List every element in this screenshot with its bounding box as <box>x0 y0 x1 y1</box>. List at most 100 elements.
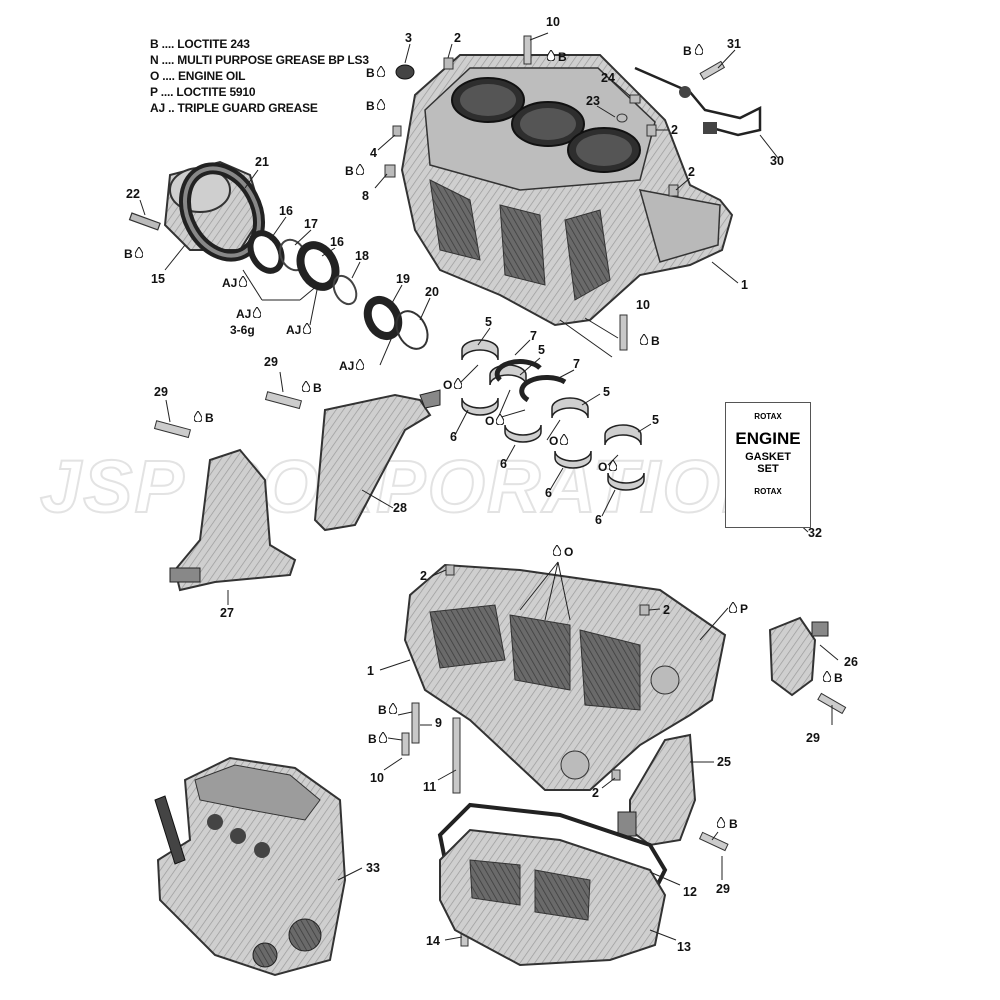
mark-b-12: B <box>368 732 387 746</box>
callout-6b: 6 <box>500 457 507 471</box>
callout-10a: 10 <box>546 15 560 29</box>
callout-30: 30 <box>770 154 784 168</box>
callout-16b: 16 <box>330 235 344 249</box>
callout-5d: 5 <box>652 413 659 427</box>
svg-text:B: B <box>683 44 692 58</box>
callout-2a: 2 <box>454 31 461 45</box>
svg-text:B: B <box>651 334 660 348</box>
callout-5b: 5 <box>538 343 545 357</box>
mark-b-9: B <box>194 411 214 425</box>
callout-20: 20 <box>425 285 439 299</box>
mark-aj-1: AJ <box>222 276 247 290</box>
mark-b-11: B <box>378 703 397 717</box>
grease-amount-label: 3-6g <box>230 323 255 337</box>
callout-6a: 6 <box>450 430 457 444</box>
callout-2c: 2 <box>688 165 695 179</box>
mark-aj-4: AJ <box>339 359 364 373</box>
callout-9: 9 <box>435 716 442 730</box>
mark-b-1: B <box>366 66 385 80</box>
svg-text:P: P <box>740 602 748 616</box>
callout-3: 3 <box>405 31 412 45</box>
callout-6c: 6 <box>545 486 552 500</box>
callout-labels: 1 1 2 2 2 2 2 2 3 4 5 5 5 5 6 6 6 6 7 7 … <box>126 15 858 954</box>
kit-title: ENGINE <box>735 429 801 448</box>
mark-b-8: B <box>302 381 322 395</box>
kit-subtitle-1: GASKET <box>745 451 791 463</box>
callout-10c: 10 <box>370 771 384 785</box>
svg-text:B: B <box>345 164 354 178</box>
svg-text:B: B <box>366 99 375 113</box>
adhesive-marks: B B B B B B B B B B B B B AJ AJ AJ AJ 3-… <box>124 44 843 831</box>
mark-b-2: B <box>366 99 385 113</box>
watermark-text: JSP CORPORATION <box>40 445 777 528</box>
svg-text:AJ: AJ <box>236 307 251 321</box>
callout-6d: 6 <box>595 513 602 527</box>
mark-aj-2: AJ <box>236 307 261 321</box>
svg-text:B: B <box>378 703 387 717</box>
svg-text:B: B <box>558 50 567 64</box>
mark-p-1: P <box>729 602 748 616</box>
svg-text:B: B <box>366 66 375 80</box>
svg-text:O: O <box>443 378 452 392</box>
callout-24: 24 <box>601 71 615 85</box>
side-mounts <box>617 616 829 847</box>
callout-21: 21 <box>255 155 269 169</box>
mark-b-5: B <box>683 44 703 58</box>
callout-1-top: 1 <box>741 278 748 292</box>
mark-b-10: B <box>823 671 843 685</box>
callout-26: 26 <box>844 655 858 669</box>
svg-text:B: B <box>729 817 738 831</box>
callout-19: 19 <box>396 272 410 286</box>
svg-text:AJ: AJ <box>286 323 301 337</box>
callout-29a: 29 <box>264 355 278 369</box>
callout-2f: 2 <box>592 786 599 800</box>
callout-10b: 10 <box>636 298 650 312</box>
svg-text:AJ: AJ <box>339 359 354 373</box>
callout-4: 4 <box>370 146 377 160</box>
mark-o-3: O <box>549 434 568 448</box>
svg-text:O: O <box>598 460 607 474</box>
engine-mounts <box>153 389 441 592</box>
mark-o-5: O <box>553 545 573 559</box>
callout-5c: 5 <box>603 385 610 399</box>
callout-16a: 16 <box>279 204 293 218</box>
complete-engine <box>154 756 347 977</box>
oil-pan-and-gasket <box>437 802 668 967</box>
svg-text:B: B <box>834 671 843 685</box>
front-cover-assembly <box>128 160 429 350</box>
svg-text:B: B <box>313 381 322 395</box>
mark-o-2: O <box>485 414 504 428</box>
callout-27: 27 <box>220 606 234 620</box>
callout-11: 11 <box>423 780 436 794</box>
callout-29c: 29 <box>806 731 820 745</box>
legend-item-aj: AJ .. TRIPLE GUARD GREASE <box>150 101 318 115</box>
mark-b-3: B <box>345 164 364 178</box>
kit-brand-top: ROTAX <box>754 412 782 421</box>
small-fasteners <box>384 35 762 351</box>
mark-o-1: O <box>443 378 462 392</box>
lower-bolts <box>401 692 847 947</box>
callout-25: 25 <box>717 755 731 769</box>
legend-item-n: N .... MULTI PURPOSE GREASE BP LS3 <box>150 53 369 67</box>
gasket-kit-card: ROTAX ENGINE GASKET SET ROTAX <box>725 402 811 528</box>
svg-text:B: B <box>368 732 377 746</box>
callout-17: 17 <box>304 217 318 231</box>
legend-item-o: O .... ENGINE OIL <box>150 69 246 83</box>
callout-8: 8 <box>362 189 369 203</box>
callout-23: 23 <box>586 94 600 108</box>
upper-crankcase <box>400 54 734 327</box>
kit-subtitle-2: SET <box>757 463 779 475</box>
svg-text:B: B <box>205 411 214 425</box>
kit-brand-bottom: ROTAX <box>754 487 782 496</box>
svg-text:O: O <box>564 545 573 559</box>
callout-22: 22 <box>126 187 140 201</box>
callout-5a: 5 <box>485 315 492 329</box>
mark-b-4: B <box>547 50 567 64</box>
svg-text:O: O <box>549 434 558 448</box>
lubricant-legend: B .... LOCTITE 243 N .... MULTI PURPOSE … <box>150 36 369 116</box>
svg-text:O: O <box>485 414 494 428</box>
callout-15: 15 <box>151 272 165 286</box>
callout-29d: 29 <box>716 882 730 896</box>
callout-29b: 29 <box>154 385 168 399</box>
